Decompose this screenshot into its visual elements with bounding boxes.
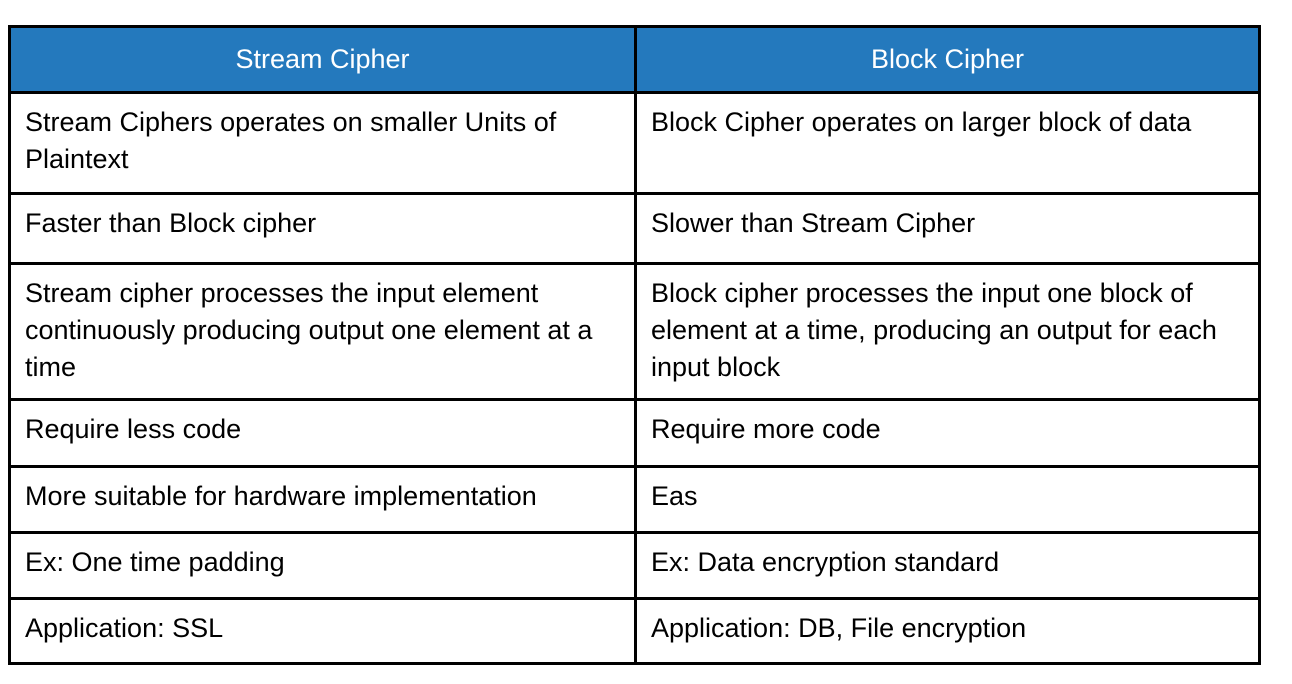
cell-stream-cipher: Stream Ciphers operates on smaller Units…	[8, 91, 637, 195]
column-header-stream-cipher: Stream Cipher	[8, 25, 637, 94]
table-header: Stream Cipher Block Cipher	[8, 25, 1261, 94]
table-header-row: Stream Cipher Block Cipher	[8, 25, 1261, 94]
table-row: Require less code Require more code	[8, 398, 1261, 468]
cell-stream-cipher: Faster than Block cipher	[8, 192, 637, 265]
cell-block-cipher: Block cipher processes the input one blo…	[634, 262, 1261, 401]
cell-block-cipher: Eas	[634, 465, 1261, 534]
cell-block-cipher: Application: DB, File encryption	[634, 597, 1261, 665]
cell-stream-cipher: More suitable for hardware implementatio…	[8, 465, 637, 534]
table-row: Faster than Block cipher Slower than Str…	[8, 192, 1261, 265]
table-row: Application: SSL Application: DB, File e…	[8, 597, 1261, 665]
table-row: Ex: One time padding Ex: Data encryption…	[8, 531, 1261, 600]
cell-block-cipher: Block Cipher operates on larger block of…	[634, 91, 1261, 195]
cell-block-cipher: Slower than Stream Cipher	[634, 192, 1261, 265]
table-row: Stream Ciphers operates on smaller Units…	[8, 91, 1261, 195]
cipher-comparison-table: Stream Cipher Block Cipher Stream Cipher…	[8, 25, 1261, 665]
table-row: More suitable for hardware implementatio…	[8, 465, 1261, 534]
table-body: Stream Ciphers operates on smaller Units…	[8, 91, 1261, 665]
table-row: Stream cipher processes the input elemen…	[8, 262, 1261, 401]
cell-block-cipher: Require more code	[634, 398, 1261, 468]
cell-stream-cipher: Application: SSL	[8, 597, 637, 665]
cell-block-cipher: Ex: Data encryption standard	[634, 531, 1261, 600]
cell-stream-cipher: Require less code	[8, 398, 637, 468]
cell-stream-cipher: Stream cipher processes the input elemen…	[8, 262, 637, 401]
column-header-block-cipher: Block Cipher	[634, 25, 1261, 94]
cell-stream-cipher: Ex: One time padding	[8, 531, 637, 600]
